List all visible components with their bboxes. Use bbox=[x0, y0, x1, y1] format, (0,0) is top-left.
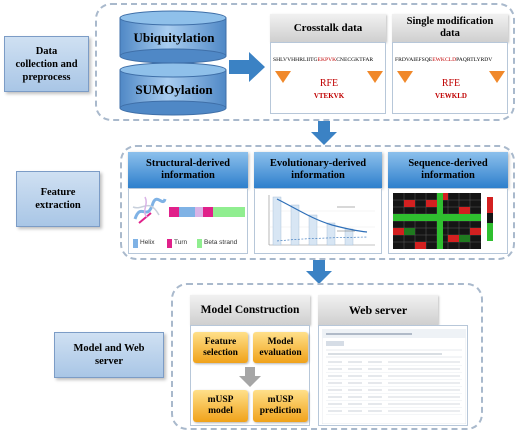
musp-prediction-box: mUSP prediction bbox=[253, 390, 308, 422]
single-seq-part1: FRDVAIEFSQE bbox=[395, 57, 433, 63]
crosstalk-chevron-left-icon bbox=[275, 71, 291, 83]
single-motif-2: VEWKLD bbox=[435, 92, 467, 100]
legend-beta bbox=[197, 239, 202, 248]
single-chevron-right-icon bbox=[489, 71, 505, 83]
web-server-title: Web server bbox=[318, 295, 438, 325]
crosstalk-motif-2: VTEKVK bbox=[313, 92, 345, 100]
stage-label-model: Model and Web server bbox=[54, 332, 164, 378]
single-modification-title: Single modification data bbox=[392, 14, 508, 42]
stage-label-extraction: Feature extraction bbox=[16, 171, 100, 227]
crosstalk-panel: SHLVVHHRLIITGEKPVKCNECGKTFAR RFE VTEKVK bbox=[270, 42, 386, 114]
evolutionary-plot bbox=[268, 195, 375, 246]
sumoylation-cylinder bbox=[119, 62, 227, 116]
legend-beta-label: Beta strand bbox=[204, 239, 238, 246]
feature-selection-box: Feature selection bbox=[193, 332, 248, 363]
structural-title: Structural-derived information bbox=[128, 152, 248, 188]
model-construction-panel: Feature selection Model evaluation mUSP … bbox=[190, 325, 310, 426]
web-server-panel bbox=[318, 325, 468, 426]
crosstalk-title: Crosstalk data bbox=[270, 14, 386, 42]
model-evaluation-box: Model evaluation bbox=[253, 332, 308, 363]
crosstalk-motif-1: RFE bbox=[319, 78, 339, 89]
single-modification-panel: FRDVAIEFSQEEWKCLDPAQRTLYRDV RFE VEWKLD bbox=[392, 42, 508, 114]
model-construction-title: Model Construction bbox=[190, 295, 310, 325]
sequence-heatmap bbox=[393, 193, 493, 249]
legend-turn-label: Turn bbox=[174, 239, 188, 246]
single-sequence: FRDVAIEFSQEEWKCLDPAQRTLYRDV bbox=[395, 57, 492, 63]
gray-down-arrow-icon bbox=[239, 367, 261, 387]
sumoylation-label: SUMOylation bbox=[135, 82, 213, 97]
right-arrow-icon bbox=[229, 52, 265, 82]
legend-helix-label: Helix bbox=[140, 239, 155, 246]
web-server-screenshot bbox=[322, 329, 466, 424]
crosstalk-seq-part1: SHLVVHHRLIITG bbox=[273, 57, 318, 63]
legend-helix bbox=[133, 239, 138, 248]
ubiquitylation-cylinder bbox=[119, 10, 227, 64]
single-chevron-left-icon bbox=[397, 71, 413, 83]
crosstalk-seq-part2: CNECGKTFAR bbox=[336, 57, 374, 63]
crosstalk-chevron-right-icon bbox=[367, 71, 383, 83]
down-arrow-icon bbox=[306, 260, 332, 284]
secondary-structure-bar bbox=[169, 207, 245, 217]
down-arrow-icon bbox=[311, 121, 337, 145]
evolutionary-title: Evolutionary-derived information bbox=[254, 152, 382, 188]
crosstalk-seq-red: EKPVK bbox=[317, 57, 337, 63]
database-cylinders bbox=[119, 10, 227, 116]
sequence-title: Sequence-derived information bbox=[388, 152, 508, 188]
sequence-panel bbox=[388, 188, 508, 254]
single-motif-1: RFE bbox=[441, 78, 461, 89]
evolutionary-panel bbox=[254, 188, 382, 254]
structural-panel: Helix Turn Beta strand bbox=[128, 188, 248, 254]
protein-structure-icon bbox=[132, 196, 167, 224]
ubiquitylation-label: Ubiquitylation bbox=[133, 30, 215, 45]
stage-label-collection: Data collection and preprocess bbox=[4, 36, 89, 92]
single-seq-red: EWKCLD bbox=[432, 57, 457, 63]
legend-turn bbox=[167, 239, 172, 248]
musp-model-box: mUSP model bbox=[193, 390, 248, 422]
single-seq-part2: PAQRTLYRDV bbox=[456, 57, 493, 63]
crosstalk-sequence: SHLVVHHRLIITGEKPVKCNECGKTFAR bbox=[273, 57, 373, 63]
